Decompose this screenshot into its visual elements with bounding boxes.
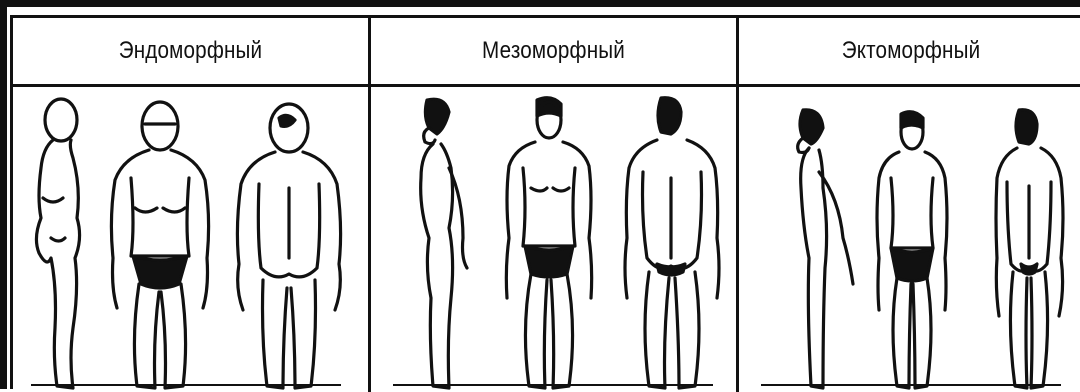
endomorph-front-figure bbox=[111, 102, 208, 388]
mesomorph-side-figure bbox=[421, 99, 467, 388]
endomorph-figures bbox=[13, 88, 368, 392]
ground-line-endomorph bbox=[31, 384, 341, 386]
ground-line-mesomorph bbox=[393, 384, 713, 386]
mesomorph-figures bbox=[371, 88, 736, 392]
endomorph-back-figure bbox=[237, 104, 340, 388]
mesomorph-front-figure bbox=[506, 98, 591, 388]
body-types-table: Эндоморфный Мезоморфный Эктоморфный bbox=[10, 15, 1080, 389]
header-mesomorph: Мезоморфный bbox=[397, 18, 711, 84]
header-ectomorph: Эктоморфный bbox=[763, 18, 1059, 84]
ectomorph-back-figure bbox=[996, 110, 1063, 388]
ectomorph-figures bbox=[739, 88, 1080, 392]
header-endomorph: Эндоморфный bbox=[38, 18, 343, 84]
endomorph-side-figure bbox=[36, 99, 79, 388]
header-divider bbox=[13, 84, 1080, 87]
ectomorph-side-figure bbox=[798, 110, 853, 388]
ground-line-ectomorph bbox=[761, 384, 1061, 386]
ectomorph-front-figure bbox=[877, 112, 947, 388]
mesomorph-back-figure bbox=[625, 98, 719, 388]
